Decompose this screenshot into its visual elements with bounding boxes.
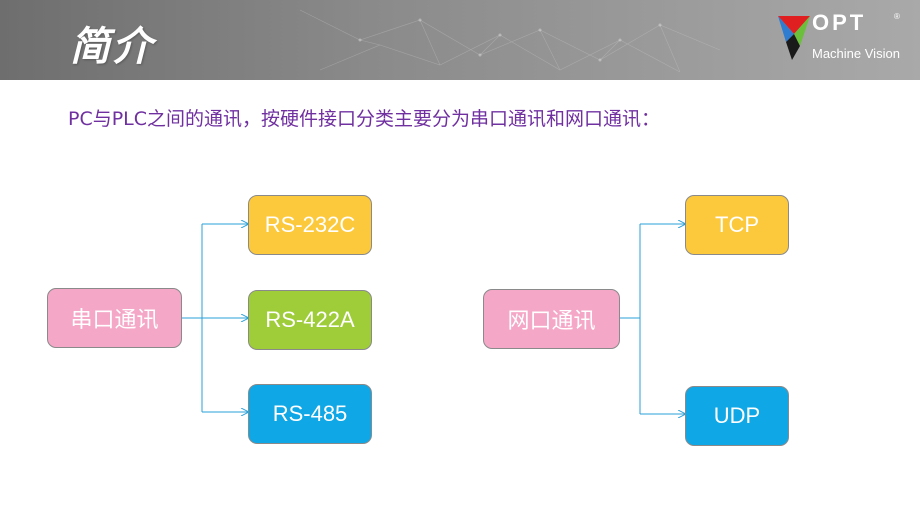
opt-logo: OPT ® Machine Vision [776, 10, 916, 68]
logo-registered-mark: ® [894, 12, 900, 21]
header-network-pattern [299, 9, 721, 73]
node-rs485: RS-485 [248, 384, 372, 444]
header-bar: 简介 OPT ® Machine Vision [0, 0, 920, 80]
node-rs422a: RS-422A [248, 290, 372, 350]
node-tcp: TCP [685, 195, 789, 255]
node-rs232c: RS-232C [248, 195, 372, 255]
page-title: 简介 [70, 24, 154, 70]
intro-text: PC与PLC之间的通讯，按硬件接口分类主要分为串口通讯和网口通讯： [68, 108, 661, 130]
node-udp: UDP [685, 386, 789, 446]
logo-subtitle: Machine Vision [812, 46, 900, 61]
node-network-comm: 网口通讯 [483, 289, 620, 349]
opt-logo-mark-icon [778, 16, 810, 60]
logo-brand: OPT [812, 10, 867, 35]
node-serial-comm: 串口通讯 [47, 288, 182, 348]
